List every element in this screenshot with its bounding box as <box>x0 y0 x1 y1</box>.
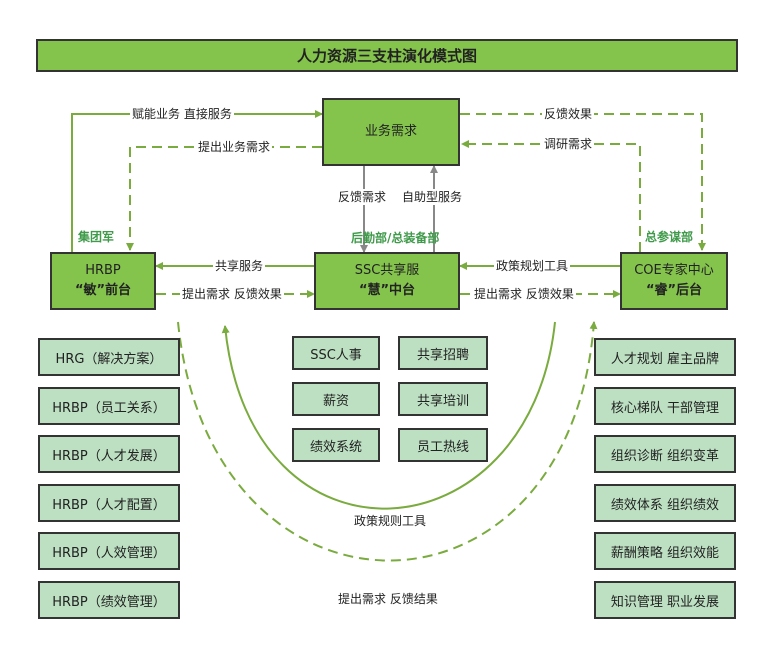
label-research-needs: 调研需求 <box>542 136 595 152</box>
hrbp-list-item: HRBP（人才配置） <box>38 484 180 522</box>
hrbp-list-item: HRG（解决方案） <box>38 338 180 376</box>
label-shared-service: 共享服务 <box>213 258 266 274</box>
label-policy-tools: 政策规划工具 <box>494 258 571 274</box>
coe-node-line2: “睿”后台 <box>645 283 703 298</box>
hrbp-node-line2: “敏”前台 <box>74 283 132 298</box>
hrbp-node-line1: HRBP <box>85 263 121 278</box>
hrbp-list-item: HRBP（人才发展） <box>38 435 180 473</box>
hrbp-list-item: HRBP（人效管理） <box>38 532 180 570</box>
edge-feedback-effect-top <box>460 113 706 251</box>
ssc-node: SSC共享服 “慧”中台 <box>314 252 460 310</box>
edge-empower <box>71 110 323 252</box>
coe-list-item: 绩效体系 组织绩效 <box>594 484 736 522</box>
edge-policy-rules-tools <box>221 321 556 510</box>
label-empower: 赋能业务 直接服务 <box>130 106 234 122</box>
label-raise-feedback-right: 提出需求 反馈效果 <box>472 286 576 302</box>
hrbp-list-item: HRBP（员工关系） <box>38 387 180 425</box>
business-need-node: 业务需求 <box>322 98 460 166</box>
ssc-grid-item: 员工热线 <box>398 428 488 462</box>
label-feedback-effect-top: 反馈效果 <box>542 106 595 122</box>
ssc-node-line2: “慧”中台 <box>358 283 416 298</box>
coe-list-item: 知识管理 职业发展 <box>594 581 736 619</box>
ssc-grid-item: SSC人事 <box>292 336 380 370</box>
coe-list-item: 人才规划 雇主品牌 <box>594 338 736 376</box>
edge-raise-business <box>126 146 322 251</box>
label-policy-rules-tools: 政策规则工具 <box>354 514 427 528</box>
label-raise-business: 提出业务需求 <box>196 139 273 155</box>
hrbp-node: HRBP “敏”前台 <box>50 252 156 310</box>
label-raise-feedback-result: 提出需求 反馈结果 <box>338 592 438 606</box>
group-label-hrbp: 集团军 <box>78 230 115 244</box>
edge-research-needs <box>461 140 641 252</box>
group-label-ssc: 后勤部/总装备部 <box>351 231 440 245</box>
coe-node-line1: COE专家中心 <box>634 263 714 278</box>
coe-list-item: 组织诊断 组织变革 <box>594 435 736 473</box>
coe-list-item: 薪酬策略 组织效能 <box>594 532 736 570</box>
ssc-grid-item: 绩效系统 <box>292 428 380 462</box>
label-self-service: 自助型服务 <box>400 189 465 205</box>
page-title: 人力资源三支柱演化模式图 <box>36 39 738 72</box>
group-label-coe: 总参谋部 <box>645 230 694 244</box>
label-raise-feedback-left: 提出需求 反馈效果 <box>180 286 284 302</box>
ssc-grid-item: 共享培训 <box>398 382 488 416</box>
coe-list-item: 核心梯队 干部管理 <box>594 387 736 425</box>
business-need-label: 业务需求 <box>364 124 417 139</box>
hrbp-list-item: HRBP（绩效管理） <box>38 581 180 619</box>
coe-node: COE专家中心 “睿”后台 <box>620 252 728 310</box>
ssc-grid-item: 共享招聘 <box>398 336 488 370</box>
ssc-node-line1: SSC共享服 <box>354 263 420 278</box>
ssc-grid-item: 薪资 <box>292 382 380 416</box>
label-feedback-needs: 反馈需求 <box>336 189 389 205</box>
